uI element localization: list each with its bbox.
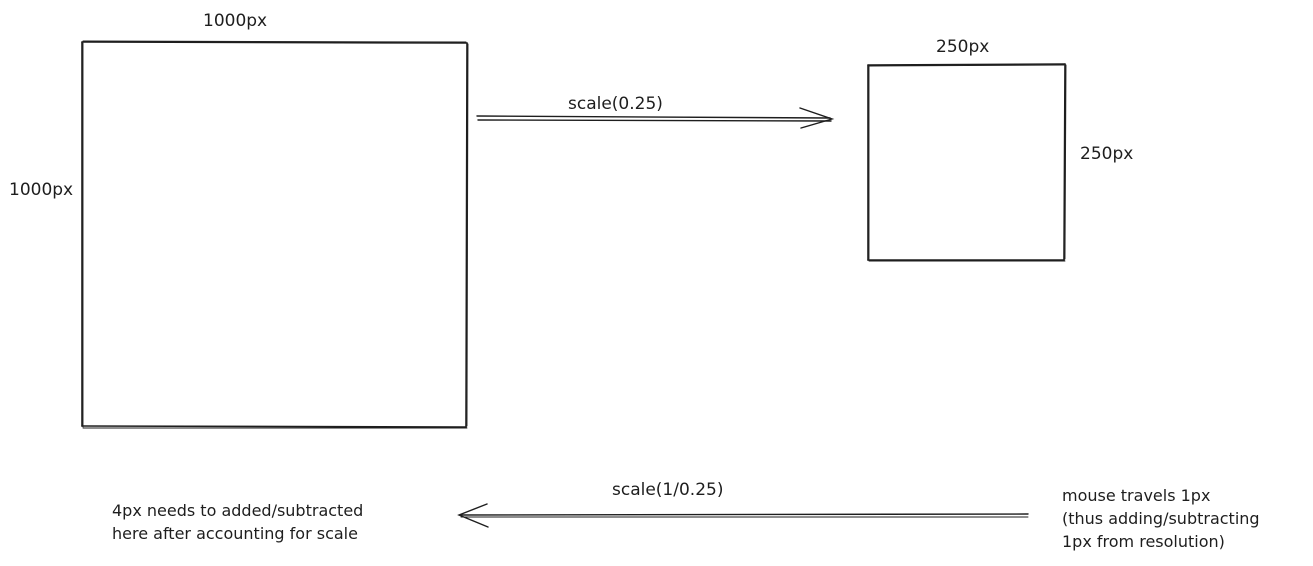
forward-arrow	[476, 107, 835, 129]
large-box-height-label: 1000px	[9, 180, 74, 200]
large-box	[81, 40, 469, 429]
small-box-height-label: 250px	[1080, 144, 1134, 164]
right-note-line: mouse travels 1px	[1062, 486, 1211, 505]
backward-arrow-label: scale(1/0.25)	[612, 480, 724, 500]
left-note-line: 4px needs to added/subtracted	[112, 501, 364, 520]
left-note: 4px needs to added/subtracted here after…	[112, 499, 363, 545]
right-note-line: (thus adding/subtracting	[1062, 509, 1260, 528]
right-note-line: 1px from resolution)	[1062, 532, 1225, 551]
left-note-line: here after accounting for scale	[112, 524, 358, 543]
small-box-width-label: 250px	[936, 37, 990, 57]
forward-arrow-label: scale(0.25)	[568, 94, 663, 114]
small-box	[867, 63, 1067, 262]
forward-arrowhead-icon	[799, 107, 835, 129]
backward-arrowhead-icon	[457, 503, 489, 528]
large-box-width-label: 1000px	[203, 11, 268, 31]
backward-arrow	[457, 503, 1029, 528]
right-note: mouse travels 1px (thus adding/subtracti…	[1062, 484, 1260, 553]
